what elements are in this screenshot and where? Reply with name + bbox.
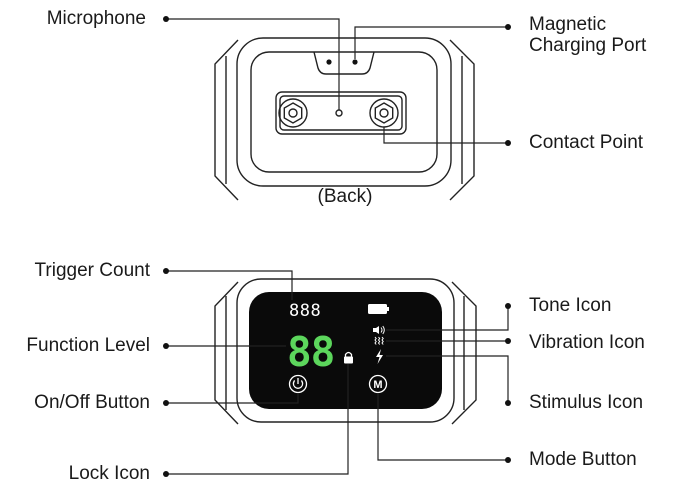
on-off-leader [166,393,299,404]
label-tone-icon: Tone Icon [529,295,612,316]
label-trigger-count: Trigger Count [34,260,150,281]
microphone-leader [166,18,340,110]
vibration-icon-leader-dot [505,338,511,344]
front-view [214,278,477,425]
label-vibration-icon: Vibration Icon [529,332,645,353]
label-stimulus-icon: Stimulus Icon [529,392,644,413]
front-leader-dots [163,268,511,477]
lock-icon-leader-dot [163,471,169,477]
back-body [236,37,452,187]
label-microphone: Microphone [46,8,146,29]
label-function-level: Function Level [26,335,150,356]
label-lock-icon: Lock Icon [68,463,150,484]
contact-point-left-outer [278,98,308,128]
contact-point-left-hex [283,102,303,124]
mode-button[interactable]: M [368,374,388,394]
charging-port-leader-dot [505,24,511,30]
back-leader-dots [163,16,511,146]
lock-icon [344,351,353,364]
charging-port-leader [354,26,508,59]
on-off-leader-dot [163,400,169,406]
stimulus-icon-leader-dot [505,400,511,406]
function-level-display: 88 [287,328,334,376]
trigger-count-leader-dot [163,268,169,274]
tone-icon-leader-dot [505,303,511,309]
vibration-icon [374,336,384,345]
back-strap-left [214,39,239,201]
back-view [214,37,475,201]
microphone-hole [335,109,343,117]
display-screen [249,292,442,409]
tone-icon [373,325,385,335]
function-level-leader-dot [163,343,169,349]
trigger-count-display: 888 [289,301,321,321]
trigger-count-leader [166,270,293,300]
mode-button-ring [368,374,388,394]
label-on-off-button: On/Off Button [34,392,150,413]
stimulus-icon [376,349,383,364]
contact-point-right-center [379,108,389,118]
back-strap-right [449,39,475,201]
charging-pin-right [352,59,358,65]
back-caption: (Back) [317,186,373,207]
contact-plate-inner [279,95,403,131]
tone-icon-leader [386,306,509,331]
contact-point-leader-dot [505,140,511,146]
back-panel [250,51,438,173]
lock-icon-leader [166,364,349,475]
front-leaders [166,270,509,475]
microphone-leader-dot [163,16,169,22]
mode-button-leader [377,393,508,461]
label-contact-point: Contact Point [529,132,644,153]
charging-port-notch [313,51,375,75]
back-leaders [166,18,508,144]
mode-button-leader-dot [505,457,511,463]
front-body [236,278,455,423]
contact-point-right-hex [374,102,394,124]
contact-plate [275,91,407,135]
label-magnetic-charging-port: Magnetic Charging Port [529,14,647,56]
mode-button-glyph: M [373,379,382,391]
contact-point-leader [383,127,508,144]
label-mode-button: Mode Button [529,449,637,470]
power-icon[interactable] [288,374,308,394]
front-strap-right [451,281,477,425]
contact-point-left-center [288,108,298,118]
charging-pin-left [326,59,332,65]
front-strap-left [214,281,239,425]
stimulus-icon-leader [386,355,509,403]
battery-icon [368,304,389,314]
